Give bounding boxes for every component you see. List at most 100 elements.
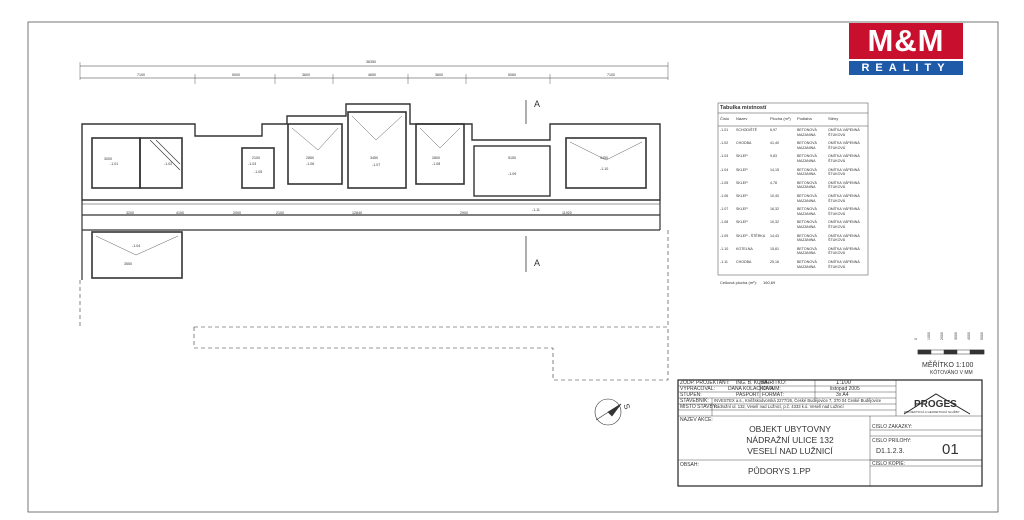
room-label: -1.05 — [254, 170, 263, 174]
scale-tick: 3000 — [953, 332, 958, 340]
room-table-cell: -1.11 — [720, 260, 728, 264]
corridor-dim: 4100 — [176, 211, 184, 215]
room-table-cell: SKLEP - ŠTĚRKA — [736, 233, 766, 238]
nazev-label: NÁZEV AKCE: — [680, 417, 713, 423]
room-table-cell: -1.01 — [720, 128, 729, 132]
firm-sub: PROJEKTOVÁ A GEODETICKÁ SLUŽBY — [904, 410, 960, 414]
room-label: -1.08 — [432, 162, 441, 166]
top-dim: 5060 — [508, 73, 516, 77]
format-value: 3x A4 — [836, 392, 849, 398]
room-table-cell: CHODBA — [736, 260, 752, 264]
room-table-cell: OMÍTKA VÁPENNÁ ŠTUKOVÁ — [828, 167, 860, 177]
vyprac-label: VYPRACOVAL: — [680, 386, 715, 392]
project-name-line: OBJEKT UBYTOVNY — [749, 424, 831, 434]
room-table-cell: -1.07 — [720, 207, 729, 212]
room-table-cell: OMÍTKA VÁPENNÁ ŠTUKOVÁ — [828, 233, 860, 243]
corridor-dim: 12840 — [352, 211, 362, 215]
misto-label: MÍSTO STAVBY: — [680, 404, 718, 410]
room-table-header: Podlaha — [797, 116, 812, 121]
stavebnik-label: STAVEBNÍK: — [680, 398, 709, 404]
section-mark-top: A — [534, 99, 541, 109]
stupen-label: STUPEŇ: — [680, 392, 702, 398]
room-width: 3450 — [370, 156, 378, 160]
room-label: -1.11 — [532, 208, 540, 212]
top-dim: 7100 — [137, 73, 145, 77]
room-table-cell: 25,16 — [770, 260, 779, 264]
room-label: -1.02 — [164, 162, 173, 166]
cislo-zakazky-label: ČÍSLO ZAKÁZKY: — [872, 424, 913, 430]
room-table-cell: -1.06 — [720, 194, 729, 198]
priloha-code: D1.1.2.3. — [876, 448, 905, 455]
room-label: -1.10 — [600, 167, 609, 171]
room-table-cell: 9,83 — [770, 154, 777, 159]
mm-reality-logo: M&M REALITY — [849, 23, 963, 75]
room-table-cell: CHODBA — [736, 141, 752, 146]
room-label: -1.09 — [508, 172, 517, 176]
room-table-grid — [717, 102, 869, 276]
datum-value: listopad 2005 — [830, 386, 860, 392]
room-table-cell: SKLEP — [736, 154, 748, 159]
room-table-total-value: 160,69 — [763, 280, 776, 285]
room-table-cell: -1.09 — [720, 233, 729, 238]
room-table-cell: -1.05 — [720, 180, 729, 185]
section-mark-bottom: A — [534, 258, 541, 268]
overall-dimension: 36350 — [366, 60, 376, 64]
project-name-line: VESELÍ NAD LUŽNICÍ — [747, 446, 833, 456]
room-width: 3450 — [600, 156, 608, 160]
room-width: 2100 — [252, 156, 260, 160]
room-table-cell: OMÍTKA VÁPENNÁ ŠTUKOVÁ — [828, 194, 860, 203]
room-label: -1.03 — [248, 162, 257, 166]
stavebnik-value: INVESTEX a.s., Kněžskodvorská 2277/26, Č… — [714, 398, 882, 403]
project-name-line: NÁDRAŽNÍ ULICE 132 — [746, 435, 834, 445]
room-table-cell: OMÍTKA VÁPENNÁ ŠTUKOVÁ — [828, 207, 860, 216]
room-table-cell: BETONOVÁ MAZANINA — [797, 233, 817, 243]
corridor-dim: 11920 — [562, 211, 572, 215]
room-table-cell: -1.08 — [720, 220, 729, 225]
room-table-cell: BETONOVÁ MAZANINA — [797, 194, 817, 203]
stupen-value: PASPORT — [736, 392, 760, 398]
room-table-cell: BETONOVÁ MAZANINA — [797, 180, 817, 190]
room-label: -1.04 — [132, 244, 141, 248]
meritko-label: MĚŘÍTKO: — [762, 380, 787, 386]
corridor-dim: 3200 — [126, 211, 134, 215]
logo-mm: M&M — [849, 23, 963, 59]
room-table-cell: 41,40 — [770, 141, 779, 146]
room-table-cell: -1.10 — [720, 246, 729, 251]
room-table-cell: OMÍTKA VÁPENNÁ ŠTUKOVÁ — [828, 180, 860, 190]
room-table-total-label: Celková plocha (m²): — [720, 280, 757, 285]
scale-sublabel: KÓTOVÁNO V MM — [930, 370, 973, 376]
room-table-cell: 15,81 — [770, 246, 779, 251]
room-table-cell: BETONOVÁ MAZANINA — [797, 141, 817, 150]
room-label: -1.01 — [110, 162, 119, 166]
room-table-cell: OMÍTKA VÁPENNÁ ŠTUKOVÁ — [828, 128, 860, 137]
room-table-cell: SKLEP — [736, 180, 748, 185]
zodp-value: ING. B. KUBÁT — [736, 380, 771, 386]
room-table-cell: SKLEP — [736, 194, 748, 198]
room-width: 2800 — [432, 156, 440, 160]
top-dim: 4650 — [368, 73, 376, 77]
room-table-cell: SKLEP — [736, 167, 748, 172]
proges-logo — [903, 393, 971, 415]
room-table-cell: KOTELNA — [736, 246, 753, 251]
room-table-cell: BETONOVÁ MAZANINA — [797, 154, 817, 163]
cislo-kopie-label: ČÍSLO KOPIE: — [872, 461, 906, 467]
room-table-cell: SKLEP — [736, 220, 748, 225]
north-arrow-icon — [594, 398, 622, 426]
scale-tick: 4000 — [966, 332, 971, 340]
room-table-cell: SCHODIŠTĚ — [736, 128, 757, 132]
room-table-header: Název — [736, 116, 748, 121]
corridor-dim: 2900 — [460, 211, 468, 215]
room-label: -1.07 — [372, 163, 381, 167]
room-table-cell: BETONOVÁ MAZANINA — [797, 260, 817, 269]
room-table-header: Stěny — [828, 116, 839, 121]
obsah-value: PŮDORYS 1.PP — [748, 466, 811, 476]
room-width: 2850 — [306, 156, 314, 160]
scale-label: MĚŘÍTKO 1:100 — [922, 362, 974, 369]
room-table-cell: BETONOVÁ MAZANINA — [797, 128, 817, 137]
room-table-cell: OMÍTKA VÁPENNÁ ŠTUKOVÁ — [828, 154, 860, 163]
room-table-cell: -1.04 — [720, 167, 729, 172]
room-table-cell: OMÍTKA VÁPENNÁ ŠTUKOVÁ — [828, 260, 860, 269]
misto-value: Nádražní ul. 132, Veselí nad Lužnicí, p.… — [714, 404, 844, 409]
room-table-cell: OMÍTKA VÁPENNÁ ŠTUKOVÁ — [828, 141, 860, 150]
room-table-cell: -1.02 — [720, 141, 729, 146]
